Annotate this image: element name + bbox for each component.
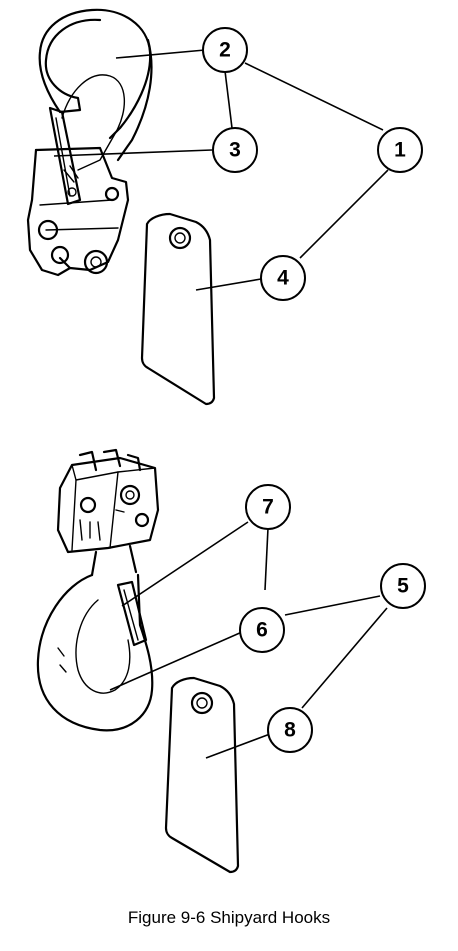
callout-5-label: 5: [397, 575, 409, 598]
upper-tag-icon: [140, 212, 216, 406]
callout-7: 7: [245, 484, 291, 530]
callout-2: 2: [202, 27, 248, 73]
callout-5: 5: [380, 563, 426, 609]
figure-caption: Figure 9-6 Shipyard Hooks: [127, 908, 331, 927]
upper-hook-icon: [26, 8, 153, 277]
callout-2-label: 2: [219, 39, 231, 62]
leader-lines: [53, 49, 389, 759]
callout-3-label: 3: [229, 139, 241, 162]
callout-7-label: 7: [262, 496, 274, 519]
callout-3: 3: [212, 127, 258, 173]
callout-8: 8: [267, 707, 313, 753]
lower-tag-icon: [164, 676, 240, 874]
callout-8-label: 8: [284, 719, 296, 742]
callout-6: 6: [239, 607, 285, 653]
callout-1-label: 1: [394, 139, 406, 162]
callout-6-label: 6: [256, 619, 268, 642]
callout-1: 1: [377, 127, 423, 173]
lower-hook-icon: [36, 448, 160, 732]
callout-4-label: 4: [277, 267, 289, 290]
callout-4: 4: [260, 255, 306, 301]
